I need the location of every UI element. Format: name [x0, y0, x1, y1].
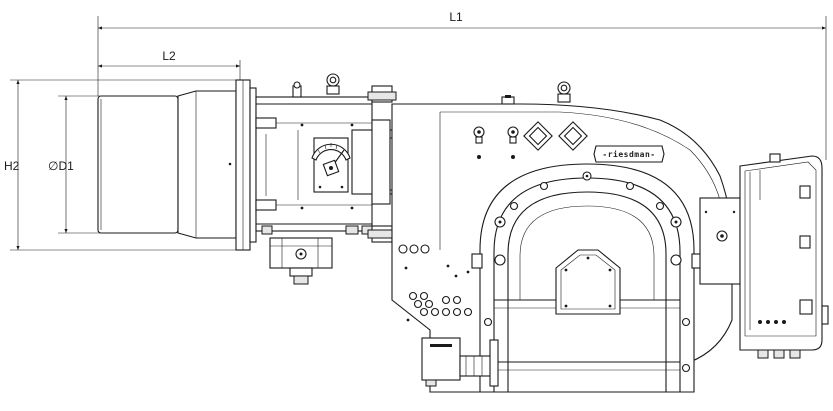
- blast-tube: [97, 90, 237, 239]
- key-switches: [473, 126, 519, 159]
- brand-logo-text: -riesdman-: [602, 149, 655, 159]
- side-plate-fittings: [398, 244, 473, 322]
- dim-label-l2: L2: [162, 49, 176, 63]
- dimension-l1: L1: [97, 10, 827, 160]
- dim-label-h2: H2: [4, 159, 20, 173]
- brand-logo-plate: -riesdman-: [593, 145, 665, 163]
- dim-label-d1: ∅D1: [48, 159, 74, 173]
- dimension-l2: L2: [98, 49, 241, 96]
- air-damper-dial: [311, 137, 351, 193]
- mounting-flange: [235, 79, 257, 251]
- inspection-covers: [523, 121, 588, 151]
- dim-label-l1: L1: [449, 10, 463, 24]
- control-box: [699, 153, 829, 359]
- head-lower-manifold: [269, 237, 333, 285]
- lifting-eye-left: [322, 73, 344, 98]
- dimension-h2: H2: [4, 79, 240, 251]
- lifting-eye-right: [501, 81, 571, 105]
- gas-valve-block: [421, 337, 499, 387]
- motor-inspection-plate: [555, 249, 621, 315]
- dimension-d1: ∅D1: [48, 95, 100, 234]
